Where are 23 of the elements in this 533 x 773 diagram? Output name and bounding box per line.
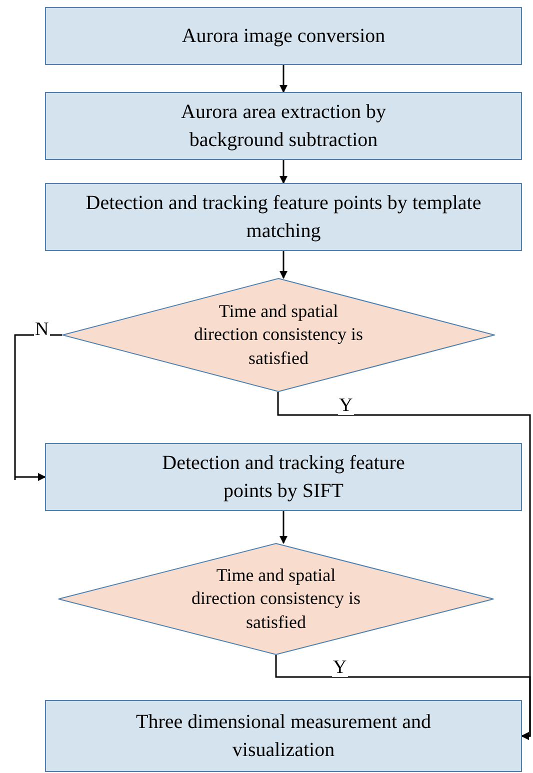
node-label: Aurora image conversion: [180, 24, 386, 49]
decision-diamond: [58, 543, 494, 655]
process-box: [45, 700, 522, 772]
arrow: [280, 511, 288, 544]
decision-diamond: [62, 278, 495, 392]
node-label: Detection and tracking feature points by template matching: [84, 191, 482, 244]
arrow: [14, 334, 62, 481]
node-label: Detection and tracking feature points by SIFT: [161, 451, 406, 504]
node-label: Aurora area extraction by background subtraction: [180, 100, 387, 153]
process-box: [45, 92, 522, 160]
node-label: Three dimensional measurement and visualization: [135, 710, 432, 763]
node-label: Time and spatial direction consistency is satisfied: [193, 300, 364, 370]
arrow: [280, 251, 288, 279]
edge-label: Y: [332, 658, 348, 677]
arrow: [275, 655, 531, 740]
arrow: [280, 160, 288, 184]
node-label: Time and spatial direction consistency is satisfied: [190, 564, 362, 634]
edge-label: Y: [338, 396, 354, 415]
process-box: [45, 183, 522, 251]
edge-label: N: [34, 320, 50, 339]
process-box: [45, 443, 522, 511]
arrow: [280, 65, 288, 93]
process-box: [45, 7, 522, 65]
